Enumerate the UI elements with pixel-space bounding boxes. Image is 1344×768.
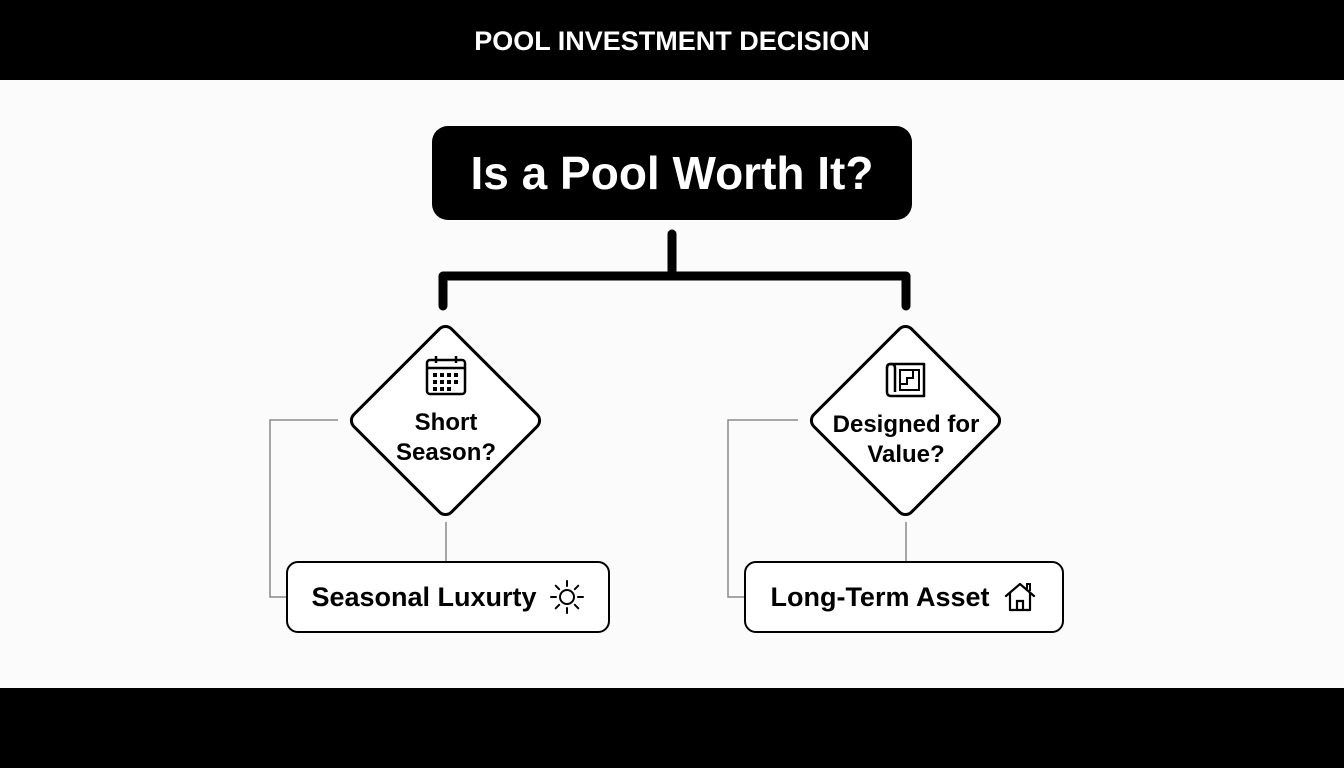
root-question-node: Is a Pool Worth It? — [432, 126, 912, 220]
outcome-long-term-asset: Long-Term Asset — [744, 561, 1064, 633]
root-question-label: Is a Pool Worth It? — [470, 147, 874, 199]
footer-bar — [0, 688, 1344, 768]
sun-icon — [549, 580, 584, 614]
decision-label-short-season: Short Season? — [396, 408, 496, 468]
decision-label-line2: Value? — [867, 441, 945, 468]
calendar-icon — [425, 356, 467, 396]
blueprint-icon — [885, 362, 926, 398]
decision-label-line1: Short — [414, 409, 478, 436]
house-icon — [1004, 582, 1035, 612]
decision-label-designed-for-value: Designed for Value? — [833, 410, 980, 470]
outcome-label: Long-Term Asset — [770, 581, 990, 612]
outcome-label: Seasonal Luxurty — [311, 581, 537, 612]
diagram-title: POOL INVESTMENT DECISION — [474, 26, 870, 56]
left-bracket-connector — [269, 419, 338, 598]
decision-content-designed-for-value: Designed for Value? — [806, 356, 1006, 470]
right-bracket-connector — [727, 419, 798, 598]
decision-content-short-season: Short Season? — [346, 354, 546, 468]
decision-label-line2: Season? — [395, 439, 497, 466]
root-connector — [438, 229, 911, 311]
header-bar: POOL INVESTMENT DECISION — [0, 0, 1344, 80]
outcome-seasonal-luxury: Seasonal Luxurty — [286, 561, 610, 633]
decision-label-line1: Designed for — [832, 411, 980, 438]
